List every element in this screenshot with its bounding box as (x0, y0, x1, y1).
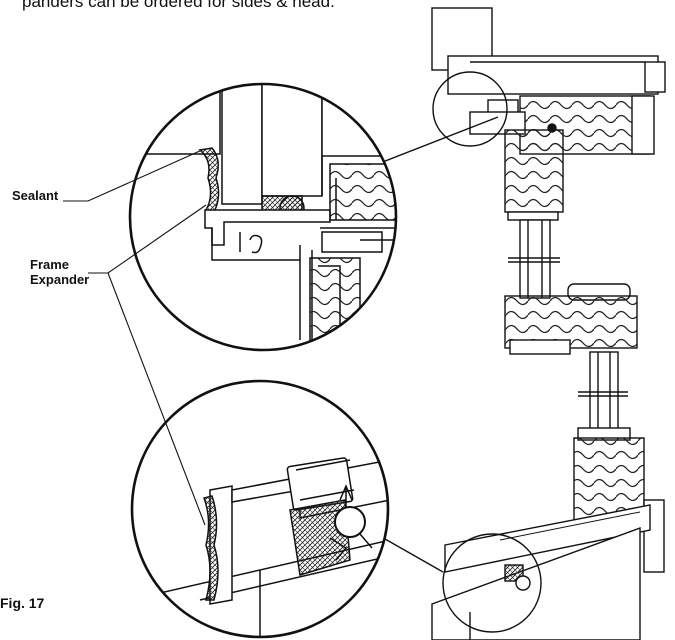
locator-circle-bottom (442, 533, 542, 633)
window-section (431, 7, 666, 640)
connector-bottom (377, 534, 444, 573)
upper-glass (519, 219, 551, 299)
locator-circle-top (432, 71, 508, 147)
leader-lines (63, 149, 207, 526)
zoom-circle-top (128, 82, 398, 352)
lower-glass (589, 351, 619, 431)
label-frame-line2: Expander (30, 272, 90, 287)
zoom-circle-bottom (130, 379, 390, 639)
caption-text: panders can be ordered for sides & head. (22, 0, 335, 11)
connector-top (379, 116, 499, 164)
detail-top (130, 84, 396, 350)
label-frame-expander: Frame Expander (30, 257, 89, 287)
weatherstrip-bulb (334, 506, 366, 538)
sill-wall (431, 526, 641, 640)
sill (444, 504, 651, 573)
label-frame-line1: Frame (30, 257, 70, 272)
detail-bottom (132, 381, 388, 637)
frame-expander-leader-bottom (107, 272, 206, 526)
upper-sash-rail (504, 129, 564, 213)
sealant-leader (63, 149, 203, 202)
figure-label: Fig. 17 (0, 595, 45, 611)
label-sealant: Sealant (12, 188, 59, 203)
